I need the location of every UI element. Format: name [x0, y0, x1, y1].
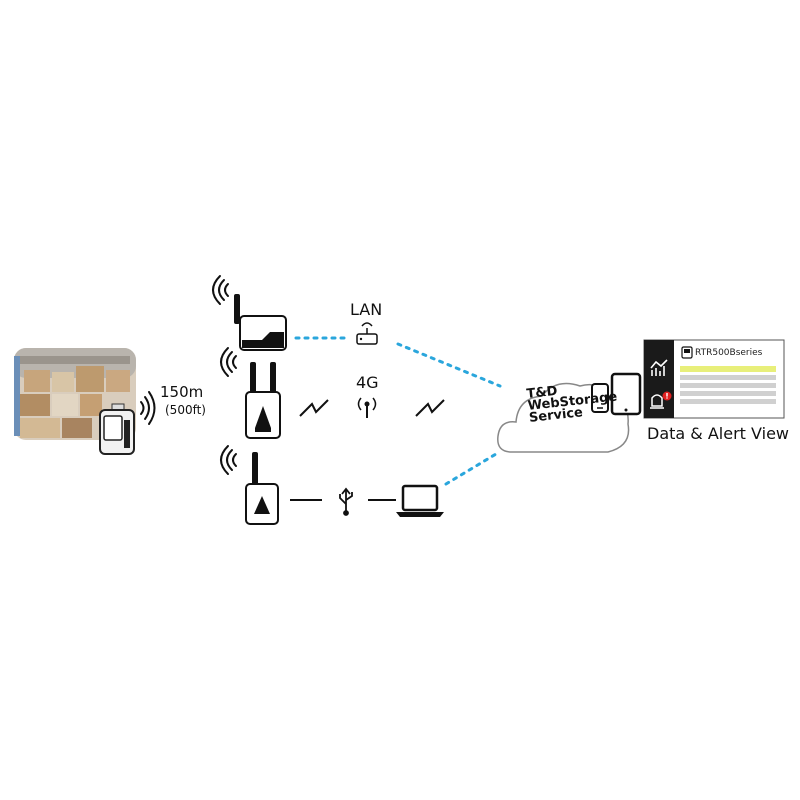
device-mini-icon — [681, 346, 693, 359]
antenna-icon — [357, 397, 377, 418]
data-row — [680, 391, 776, 396]
data-alert-view-label: Data & Alert View — [647, 424, 789, 443]
lan-cloud-line — [396, 342, 502, 388]
usb-icon — [339, 487, 353, 516]
warehouse-photo — [14, 348, 136, 440]
4g-signal-right — [415, 399, 445, 417]
lan-base-station — [212, 275, 287, 351]
data-row — [680, 375, 776, 380]
tablet-icon — [610, 372, 642, 416]
highlight-row — [680, 366, 776, 372]
4g-base-station — [220, 347, 281, 439]
alarm-icon — [650, 391, 672, 409]
range-ft-label: (500ft) — [165, 403, 206, 417]
dashboard-panel — [643, 339, 785, 419]
wireless-waves — [140, 391, 156, 425]
data-row — [680, 383, 776, 388]
laptop-cloud-line — [444, 452, 498, 486]
usb-base-station — [220, 445, 279, 525]
range-label: 150m — [160, 383, 204, 401]
laptop-icon — [396, 484, 444, 517]
graph-icon — [650, 359, 668, 376]
4g-signal-left — [299, 399, 329, 417]
phone-icon — [591, 383, 609, 413]
device-title: RTR500Bseries — [695, 348, 763, 358]
4g-label: 4G — [356, 373, 379, 392]
data-logger — [99, 403, 135, 455]
router-icon — [356, 322, 378, 345]
data-row — [680, 399, 776, 404]
lan-label: LAN — [350, 300, 383, 319]
